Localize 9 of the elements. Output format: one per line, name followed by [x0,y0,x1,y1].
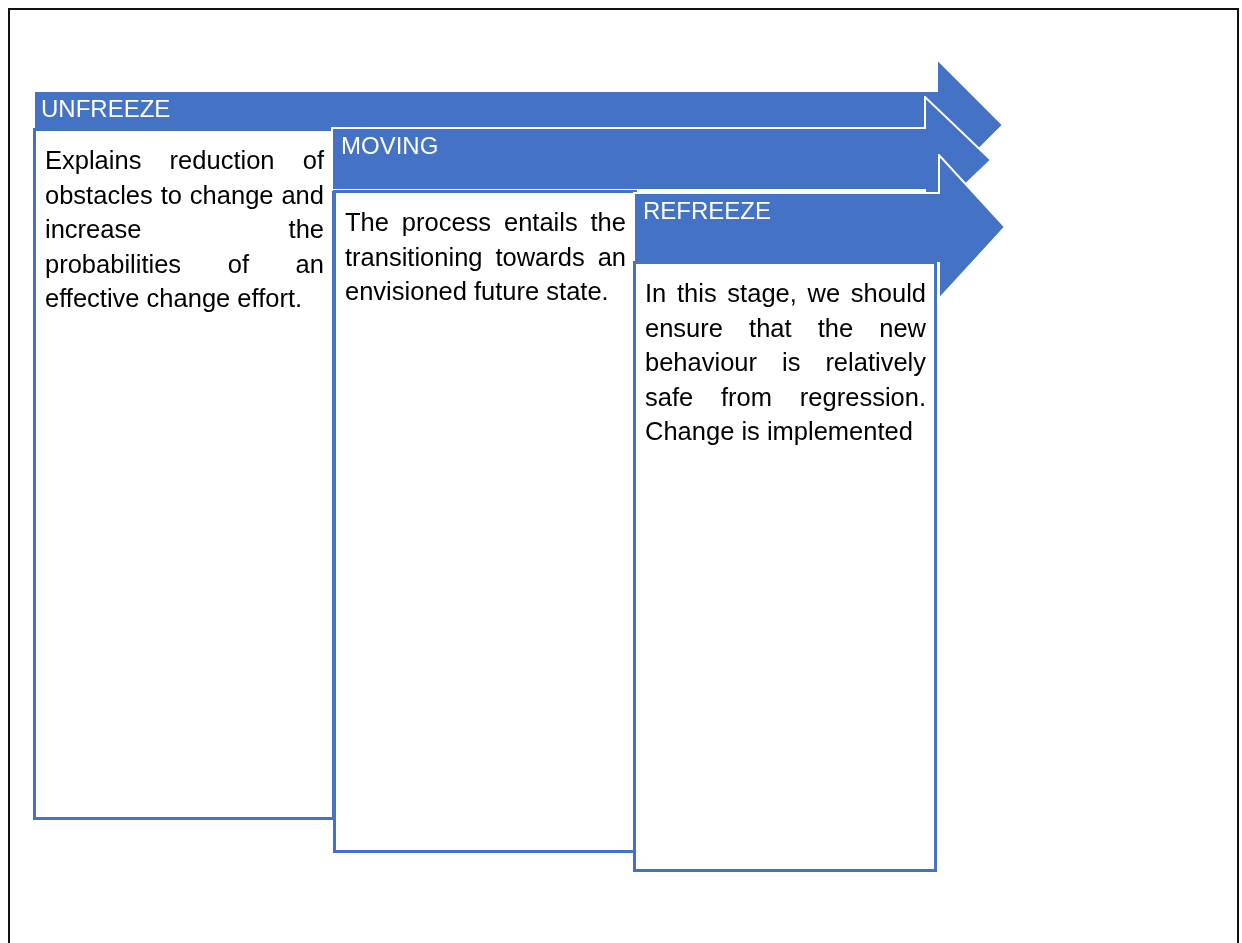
description-box [333,190,637,853]
stage-heading: MOVING [341,132,439,160]
description-box [33,128,335,820]
description-text: Explains reduction of obstacles to change and increase the probabilities of an effective change effort. [45,145,324,314]
description-box [633,261,937,872]
stage-heading: UNFREEZE [41,95,171,123]
description-text: In this stage, we should ensure that the new behaviour is relatively safe from regression. Change is implemented [645,278,926,447]
stage-heading: REFREEZE [643,197,771,225]
description-text: The process entails the transitioning towards an envisioned future state. [345,207,626,307]
